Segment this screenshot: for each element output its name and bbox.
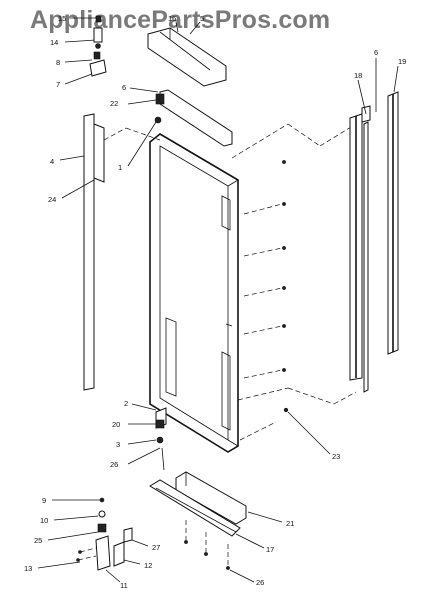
callout-14: 14 xyxy=(50,38,58,47)
right-strip-18 xyxy=(349,58,377,381)
callout-20: 20 xyxy=(112,420,120,429)
callout-18: 18 xyxy=(354,71,362,80)
callout-27: 27 xyxy=(152,543,160,552)
callout-24: 24 xyxy=(48,195,56,204)
callout-25: 25 xyxy=(34,536,42,545)
bottom-hinge-assembly xyxy=(37,497,149,583)
bottom-channel-21 xyxy=(175,471,283,525)
callout-8: 8 xyxy=(56,58,60,67)
callout-1: 1 xyxy=(118,163,122,172)
callout-6-left: 6 xyxy=(122,83,126,92)
callout-7: 7 xyxy=(56,80,60,89)
callout-23: 23 xyxy=(332,452,340,461)
callout-labels: 15 14 8 7 16 5 18 6 19 6 22 1 4 24 2 20 … xyxy=(24,14,406,590)
callout-2: 2 xyxy=(124,399,128,408)
callout-19: 19 xyxy=(398,57,406,66)
callout-5: 5 xyxy=(200,14,204,23)
callout-26-upper: 26 xyxy=(110,460,118,469)
right-strip-19 xyxy=(363,65,399,393)
callout-13: 13 xyxy=(24,564,32,573)
watermark-text: AppliancePartsPros.com xyxy=(30,6,331,34)
callout-15: 15 xyxy=(58,14,66,23)
bottom-channel-17 xyxy=(149,479,265,583)
callout-6-right: 6 xyxy=(374,48,378,57)
top-channel-part xyxy=(147,21,227,87)
callout-10: 10 xyxy=(40,516,48,525)
callout-16: 16 xyxy=(168,14,176,23)
upper-bracket-part xyxy=(127,87,233,167)
callout-4: 4 xyxy=(50,157,54,166)
callout-26-lower: 26 xyxy=(256,578,264,587)
lower-hinge-assembly xyxy=(127,403,167,471)
callout-17: 17 xyxy=(266,545,274,554)
top-hinge-assembly xyxy=(64,15,107,85)
callout-12: 12 xyxy=(144,561,152,570)
left-gasket-strip xyxy=(59,113,161,391)
callout-9: 9 xyxy=(42,496,46,505)
door-frame xyxy=(149,133,239,453)
screw-dots-group xyxy=(231,123,357,455)
callout-3: 3 xyxy=(116,440,120,449)
callout-11: 11 xyxy=(120,581,128,590)
callout-21: 21 xyxy=(286,519,294,528)
callout-22: 22 xyxy=(110,99,118,108)
